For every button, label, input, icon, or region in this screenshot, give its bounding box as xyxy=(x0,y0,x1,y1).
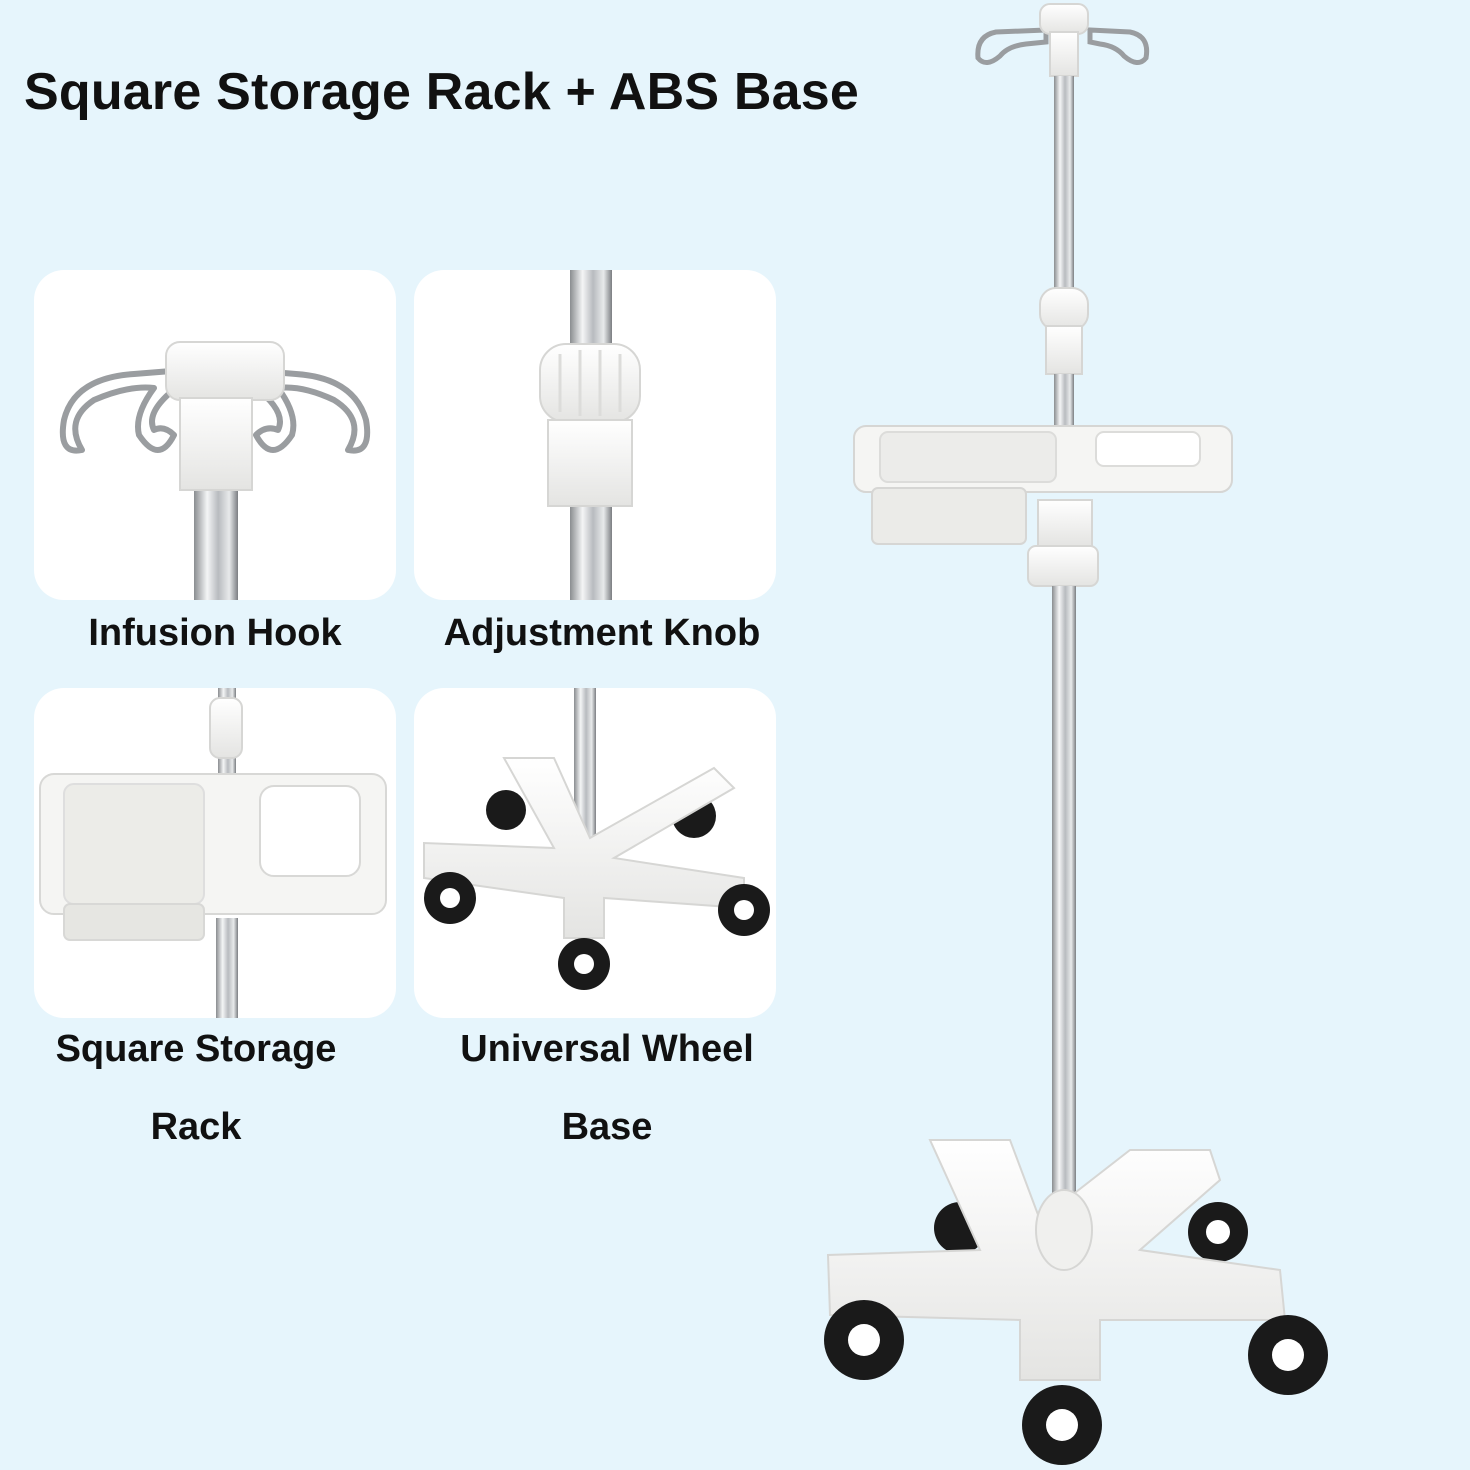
wheel-base-card xyxy=(414,688,776,1018)
square-storage-rack-icon xyxy=(39,688,387,1018)
universal-wheel-base-icon xyxy=(423,688,770,990)
infusion-hook-label: Infusion Hook xyxy=(88,612,342,654)
storage-rack-card xyxy=(34,688,396,1018)
adjustment-knob-label: Adjustment Knob xyxy=(443,612,761,654)
page-title: Square Storage Rack + ABS Base xyxy=(24,63,859,121)
adjustment-knob-card xyxy=(414,270,776,600)
wheel-base-label-line2: Base xyxy=(561,1106,653,1148)
infusion-hook-card xyxy=(34,270,396,600)
storage-rack-label-line2: Rack xyxy=(150,1106,242,1148)
wheel-base-label-line1: Universal Wheel xyxy=(460,1028,754,1070)
infusion-hook-icon xyxy=(59,341,371,600)
iv-stand-illustration xyxy=(824,3,1328,1465)
adjustment-knob-icon xyxy=(539,270,641,600)
storage-rack-label-line1: Square Storage xyxy=(55,1028,337,1070)
